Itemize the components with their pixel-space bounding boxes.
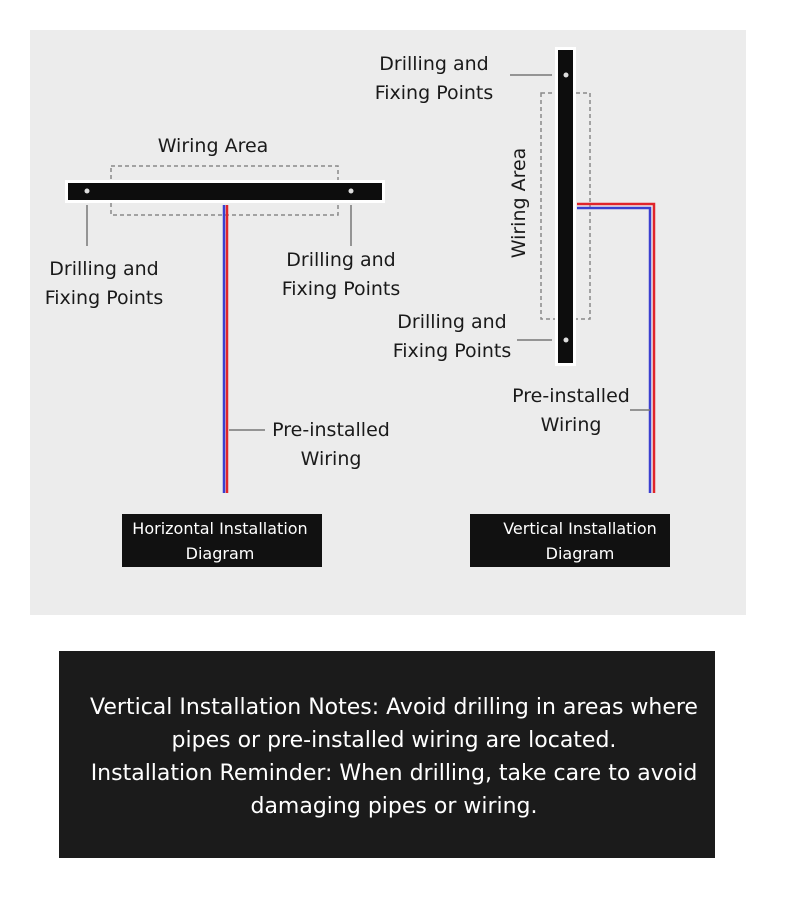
wiring-label: Pre-installed <box>512 385 630 407</box>
wiring-label: Wiring <box>541 414 602 436</box>
drill-label-top: Drilling and <box>379 53 488 75</box>
mounting-bar <box>68 183 382 200</box>
wiring-label: Pre-installed <box>272 419 390 441</box>
drill-label-top: Fixing Points <box>375 82 494 104</box>
fixing-point <box>84 188 90 194</box>
drill-label-left: Drilling and <box>49 258 158 280</box>
caption-text: Diagram <box>186 544 255 563</box>
wiring-area-label: Wiring Area <box>508 148 530 259</box>
drill-label-bottom: Fixing Points <box>393 340 512 362</box>
vertical-diagram: Wiring Area Drilling and Fixing Points D… <box>375 47 670 567</box>
note-line: pipes or pre-installed wiring are locate… <box>172 728 617 753</box>
wire-blue <box>577 206 652 493</box>
drill-label-left: Fixing Points <box>45 287 164 309</box>
horizontal-diagram: Wiring Area Drilling and Fixing Points D… <box>45 135 401 567</box>
caption-text: Horizontal Installation <box>132 519 307 538</box>
notes-box: Vertical Installation Notes: Avoid drill… <box>59 651 715 858</box>
drill-label-bottom: Drilling and <box>397 311 506 333</box>
mounting-bar <box>558 50 573 363</box>
caption-text: Diagram <box>546 544 615 563</box>
note-line: damaging pipes or wiring. <box>250 794 537 819</box>
note-line: Installation Reminder: When drilling, ta… <box>91 761 698 786</box>
wire-red <box>577 202 656 493</box>
fixing-point <box>348 188 354 194</box>
fixing-point <box>563 337 569 343</box>
caption-box <box>470 514 670 567</box>
note-line: Vertical Installation Notes: Avoid drill… <box>90 695 698 720</box>
fixing-point <box>563 72 569 78</box>
drill-label-right: Drilling and <box>286 249 395 271</box>
caption-text: Vertical Installation <box>503 519 657 538</box>
wiring-area-label: Wiring Area <box>158 135 269 157</box>
drill-label-right: Fixing Points <box>282 278 401 300</box>
caption-box <box>122 514 322 567</box>
wiring-label: Wiring <box>301 448 362 470</box>
